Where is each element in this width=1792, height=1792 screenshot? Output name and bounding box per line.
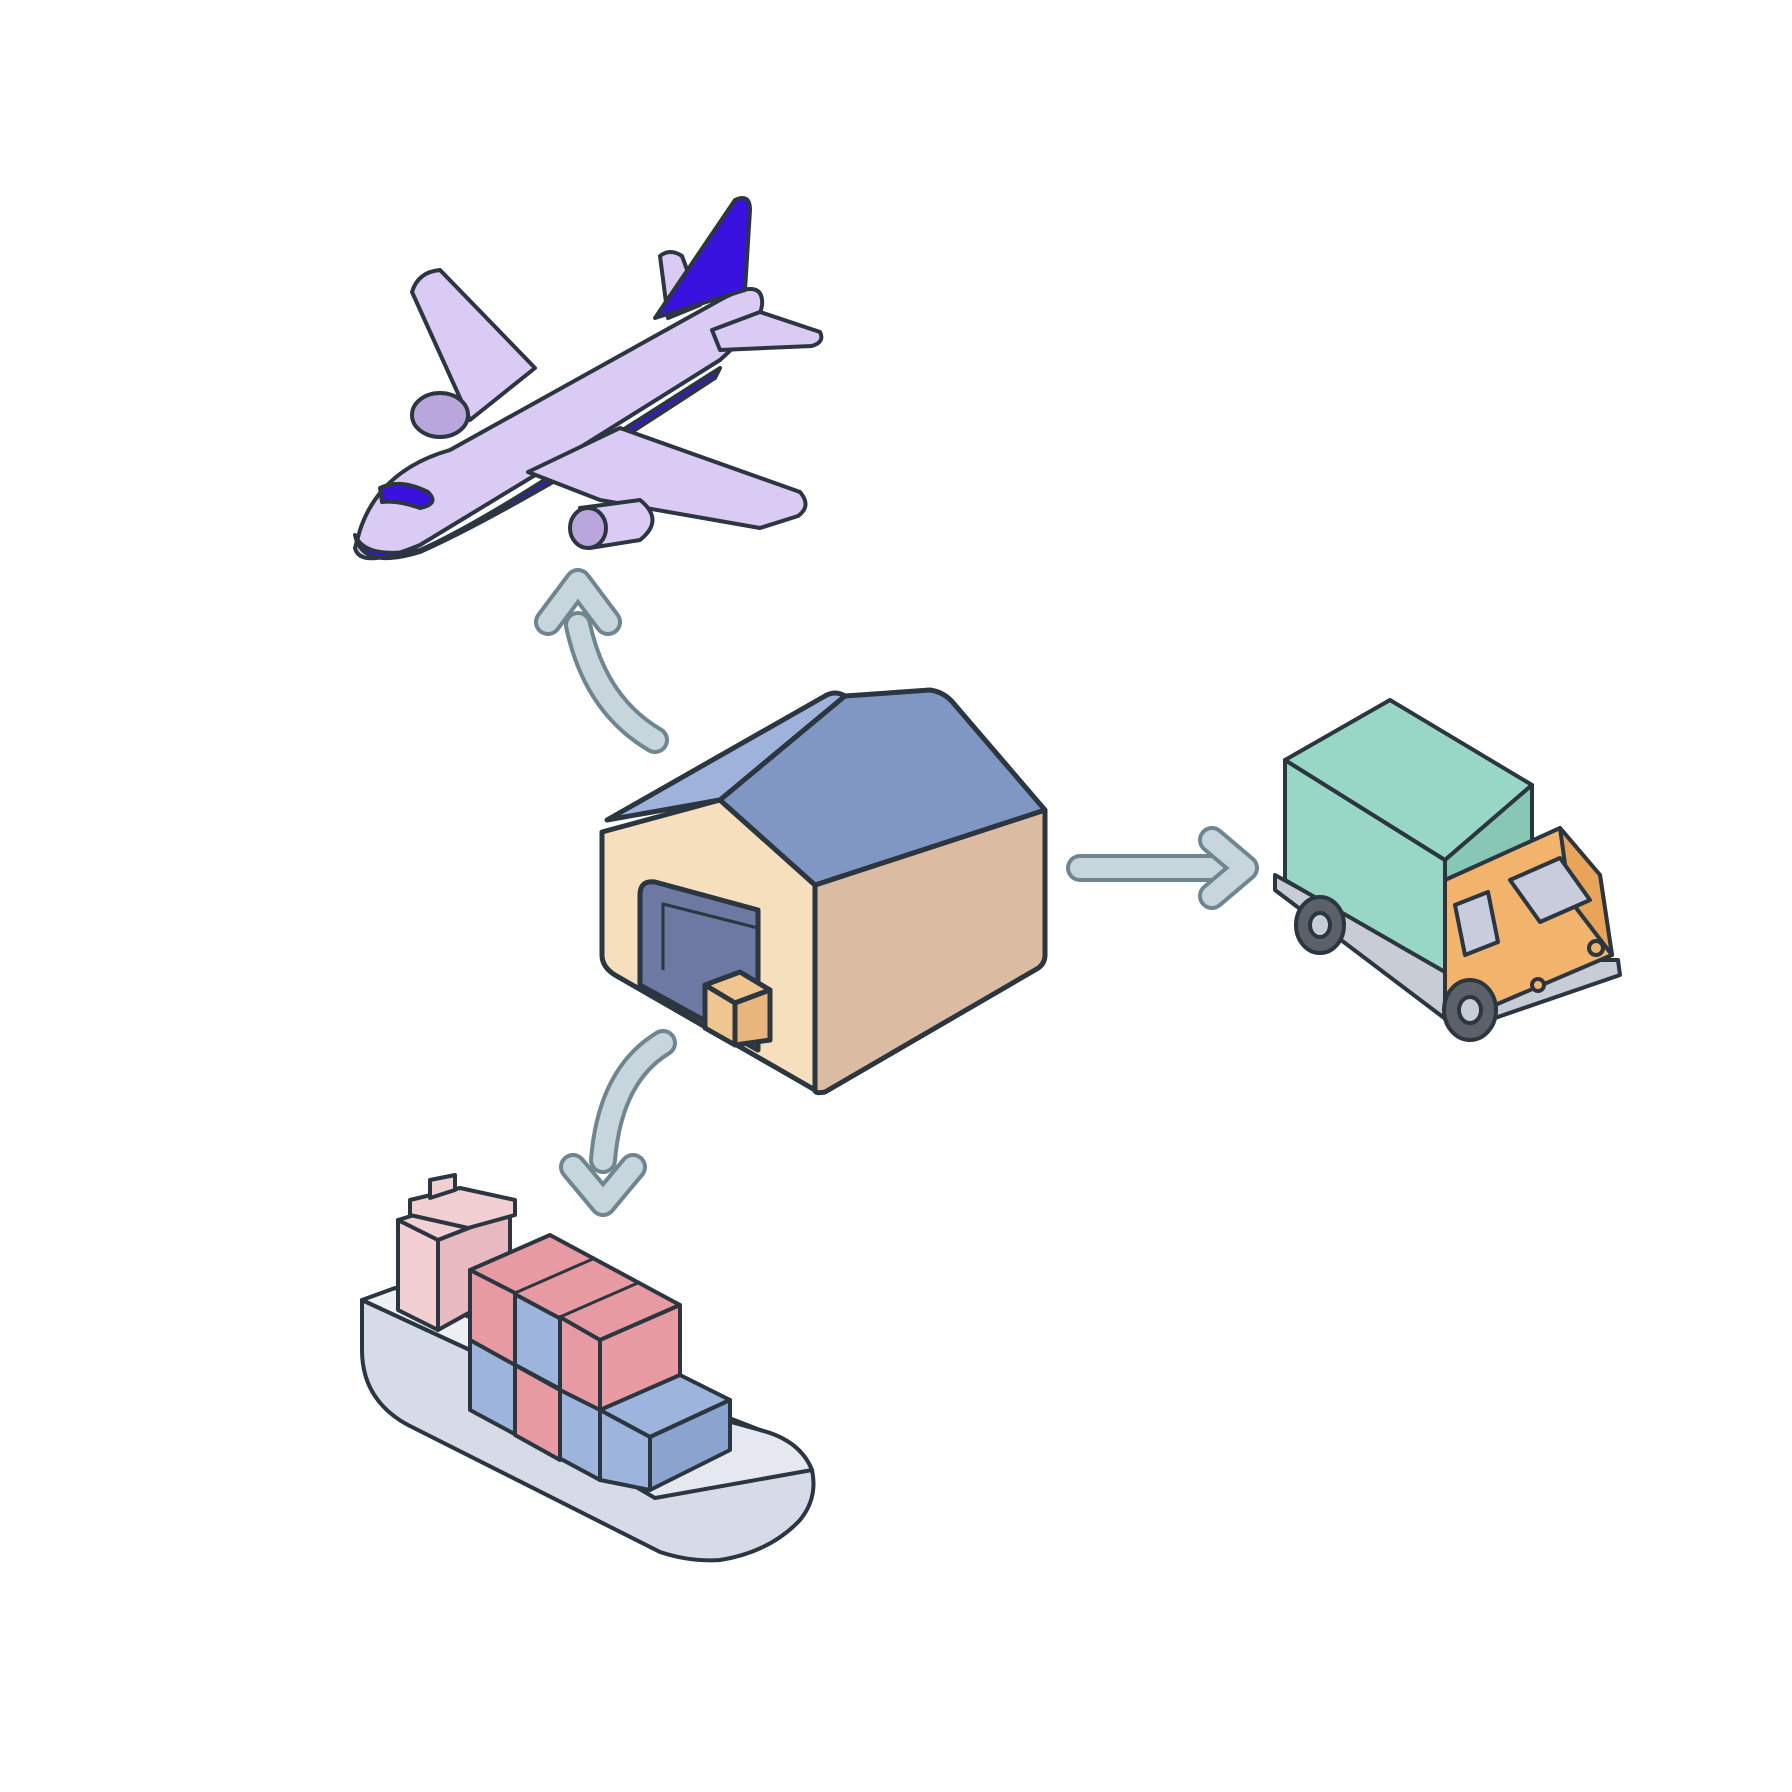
arrow-to-airplane [534,568,669,754]
airplane-icon [353,196,824,561]
arrow-to-truck [1066,826,1259,910]
warehouse-icon [599,687,1048,1096]
delivery-truck-icon [1273,698,1622,1042]
arrow-to-ship [559,1029,677,1217]
container-ship-icon [360,1173,816,1563]
